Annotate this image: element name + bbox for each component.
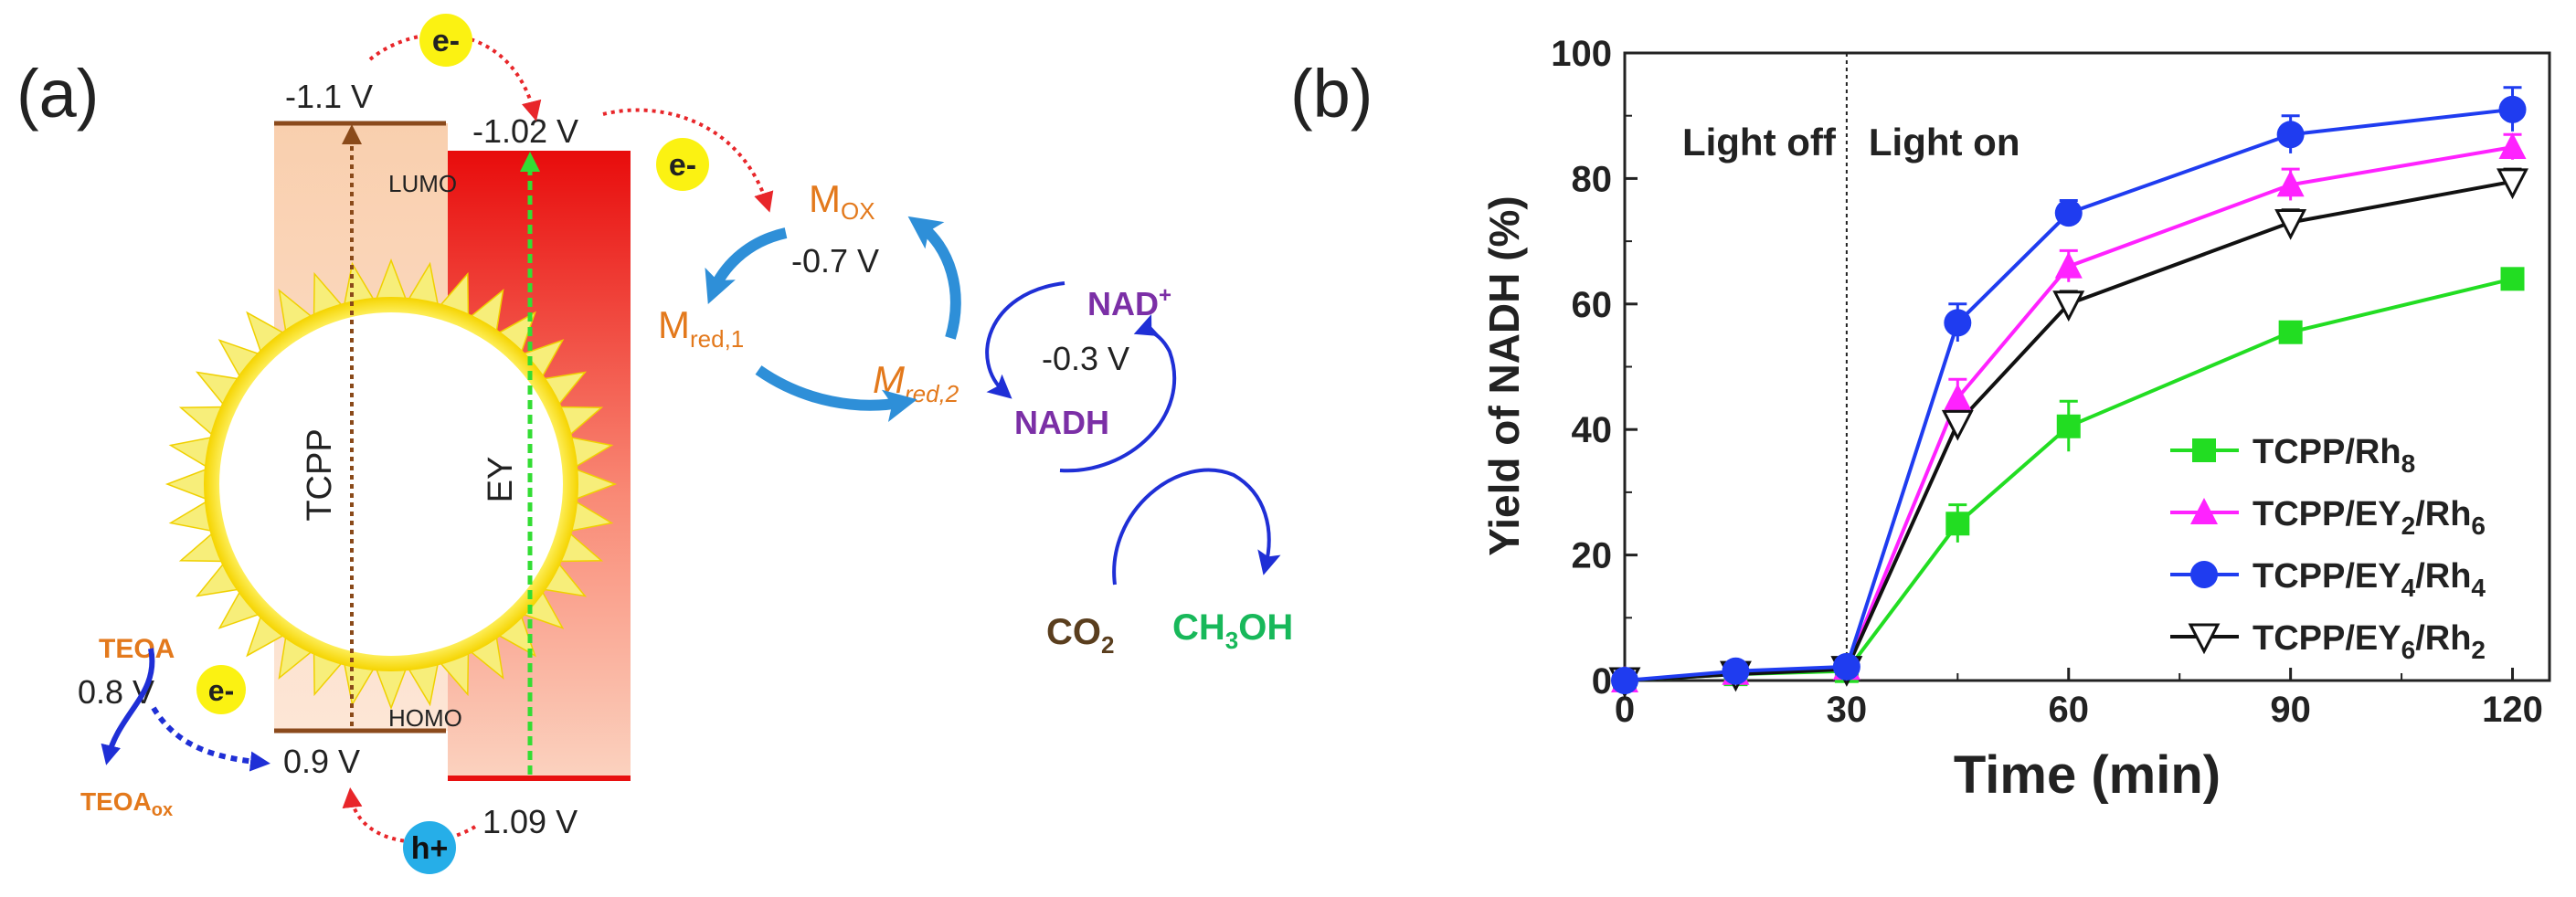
co2-label: CO2 [1046, 612, 1114, 659]
ey-label: EY [482, 457, 520, 503]
electron-transfer-arrow-1 [368, 32, 542, 121]
m-red1-label: Mred,1 [658, 303, 744, 353]
data-point [2054, 251, 2083, 279]
tcpp-lumo-value: -1.1 V [285, 78, 373, 115]
m-ox-label: MOX [809, 177, 875, 225]
legend-entry: TCPP/EY6/Rh2 [2253, 619, 2486, 664]
y-tick-label: 40 [1572, 410, 1613, 450]
co2-reduction-arrow [1112, 468, 1281, 586]
legend-marker [2190, 561, 2218, 588]
legend-marker [2188, 623, 2221, 655]
ey-lumo-value: -1.02 V [472, 112, 578, 150]
annotation-light-on: Light on [1869, 121, 2020, 164]
data-point [2054, 199, 2083, 227]
data-point [2056, 414, 2081, 438]
data-point [1944, 309, 1972, 337]
data-point [2498, 95, 2527, 123]
y-tick-label: 20 [1572, 536, 1613, 576]
lumo-label: LUMO [388, 170, 457, 197]
methanol-label: CH3OH [1172, 607, 1293, 654]
x-axis-label: Time (min) [1954, 745, 2221, 805]
annotation-light-off: Light off [1682, 121, 1837, 164]
data-point [1945, 512, 1970, 536]
tcpp-homo-value: 0.9 V [283, 743, 360, 780]
teoa-electron-arrow [151, 706, 270, 772]
hole-badge: h+ [403, 821, 456, 874]
nadh-oxidation-arrow [1059, 314, 1177, 473]
cycle-arrow-red1-to-red2 [755, 365, 917, 422]
data-point [2278, 320, 2303, 344]
legend-entry: TCPP/Rh8 [2253, 433, 2415, 478]
ey-homo-value: 1.09 V [482, 803, 578, 840]
svg-text:e-: e- [208, 674, 234, 707]
data-point [1832, 652, 1860, 681]
panel-a-label: (a) [16, 56, 99, 132]
panel-a: (a) TCPP EY -1.1 V -1.02 V LUMO HOMO 0.9… [16, 14, 1293, 874]
x-tick-label: 0 [1615, 690, 1635, 730]
data-point [1944, 383, 1972, 410]
x-tick-label: 120 [2482, 690, 2543, 730]
teoa-ox-label: TEOAox [80, 787, 173, 820]
cycle-arrow-red2-to-ox [907, 216, 961, 340]
y-tick-label: 0 [1592, 661, 1612, 702]
nad-potential: -0.3 V [1042, 340, 1129, 377]
y-tick-label: 100 [1551, 34, 1612, 74]
legend: TCPP/Rh8TCPP/EY2/Rh6TCPP/EY4/Rh4TCPP/EY6… [2170, 433, 2486, 664]
teoa-label: TEOA [99, 634, 175, 664]
x-tick-label: 90 [2270, 690, 2311, 730]
data-point [2274, 208, 2307, 240]
cycle-arrow-ox-to-red1 [705, 227, 788, 304]
data-point [2498, 132, 2527, 160]
panel-b-label: (b) [1290, 56, 1373, 132]
nad-label: NAD+ [1087, 283, 1171, 322]
x-tick-label: 30 [1827, 690, 1868, 730]
data-point [2052, 290, 2085, 322]
svg-text:e-: e- [669, 148, 696, 183]
nad-reduction-arrow [985, 281, 1065, 399]
hole-transfer-arrow [342, 787, 477, 844]
y-axis-label: Yield of NADH (%) [1480, 195, 1528, 555]
legend-entry: TCPP/EY2/Rh6 [2253, 495, 2486, 540]
data-point [1611, 667, 1638, 694]
data-point [1722, 657, 1750, 685]
data-point [2276, 121, 2305, 149]
y-tick-label: 60 [1572, 285, 1613, 325]
legend-entry: TCPP/EY4/Rh4 [2253, 557, 2486, 602]
teoa-oxidation-arrow [101, 648, 155, 765]
data-point [1941, 409, 1974, 441]
data-point [2276, 170, 2305, 197]
m-potential: -0.7 V [791, 242, 879, 280]
homo-label: HOMO [388, 704, 462, 732]
electron-transfer-arrow-2 [602, 108, 774, 213]
electron-badge-1: e- [419, 14, 472, 67]
legend-marker [2192, 438, 2216, 462]
data-point [2496, 168, 2528, 200]
hole-badge-text: h+ [411, 831, 449, 866]
electron-badge-3: e- [196, 665, 246, 714]
svg-text:e-: e- [432, 24, 460, 58]
data-point [2500, 267, 2525, 291]
sun-icon [164, 258, 618, 711]
tcpp-label: TCPP [301, 428, 339, 521]
nadh-label: NADH [1014, 404, 1109, 441]
y-tick-label: 80 [1572, 159, 1613, 199]
electron-badge-2: e- [656, 138, 709, 191]
legend-marker [2190, 498, 2218, 524]
x-tick-label: 60 [2049, 690, 2090, 730]
